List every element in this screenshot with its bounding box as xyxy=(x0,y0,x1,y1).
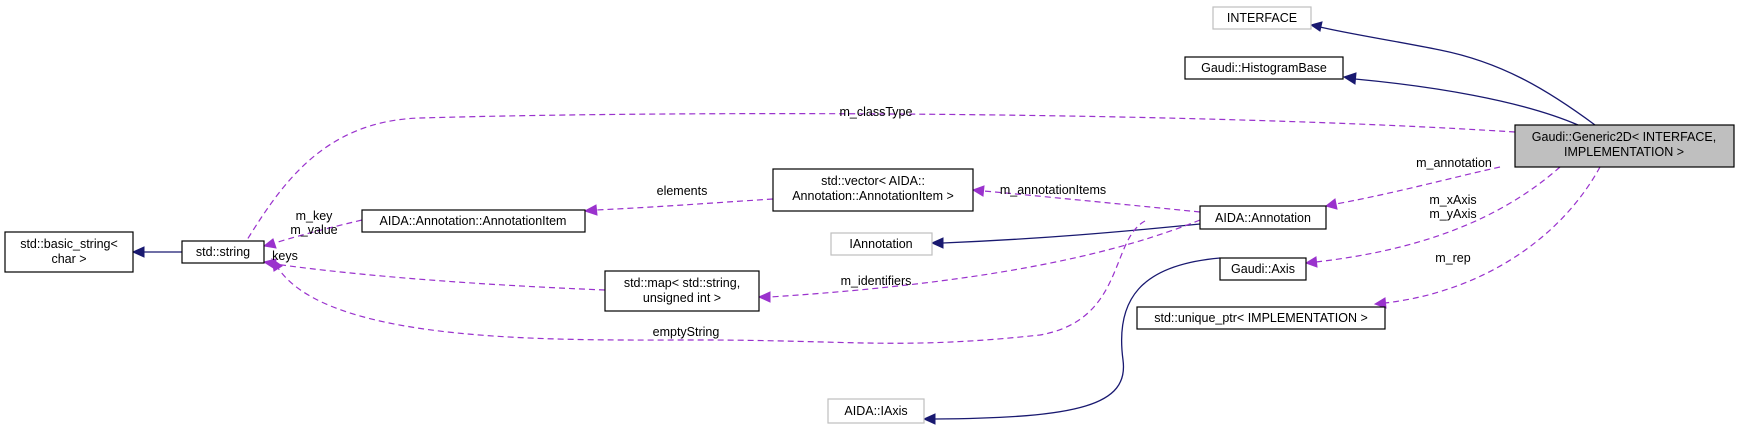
edge-key-value xyxy=(274,219,363,244)
edge-axis-to-iaxis xyxy=(934,257,1221,420)
edge-label-m-annotation: m_annotation xyxy=(1416,156,1492,170)
node-generic2d[interactable]: Gaudi::Generic2D< INTERFACE, IMPLEMENTAT… xyxy=(1514,124,1735,168)
node-basic-string-label-line1: std::basic_string< xyxy=(20,237,118,251)
edge-label-m-rep: m_rep xyxy=(1435,251,1470,265)
arrowhead-annotation-member xyxy=(1324,198,1338,210)
edge-label-m-value: m_value xyxy=(290,223,337,237)
edge-label-m-y-axis: m_yAxis xyxy=(1429,207,1476,221)
arrowhead-interface xyxy=(1309,21,1323,32)
node-vector[interactable]: std::vector< AIDA:: Annotation::Annotati… xyxy=(772,168,974,212)
node-histogram-base-label: Gaudi::HistogramBase xyxy=(1201,61,1327,75)
edge-elements xyxy=(595,198,774,211)
arrowhead-iaxis xyxy=(922,413,936,425)
arrowhead-rep xyxy=(1373,297,1387,309)
arrowhead-basicstring xyxy=(131,246,145,258)
node-aida-annotation[interactable]: AIDA::Annotation xyxy=(1199,205,1327,230)
node-unique-ptr[interactable]: std::unique_ptr< IMPLEMENTATION > xyxy=(1136,306,1386,330)
node-std-string[interactable]: std::string xyxy=(181,240,265,264)
node-vector-label-line2: Annotation::AnnotationItem > xyxy=(792,189,954,203)
node-unique-ptr-label: std::unique_ptr< IMPLEMENTATION > xyxy=(1154,311,1368,325)
edge-empty-string xyxy=(277,220,1146,344)
node-std-map-label-line2: unsigned int > xyxy=(643,291,721,305)
node-interface-label: INTERFACE xyxy=(1227,11,1297,25)
node-aida-annotation-label: AIDA::Annotation xyxy=(1215,211,1311,225)
edge-annotation-to-iannotation xyxy=(942,223,1201,244)
node-basic-string[interactable]: std::basic_string< char > xyxy=(4,231,134,273)
arrowhead-identifiers xyxy=(757,291,771,303)
node-iannotation[interactable]: IAnnotation xyxy=(830,232,933,256)
arrowhead-elements xyxy=(583,204,598,216)
edge-axes xyxy=(1315,166,1561,263)
node-std-string-label: std::string xyxy=(196,245,250,259)
edge-label-m-annotation-items: m_annotationItems xyxy=(1000,183,1106,197)
node-generic2d-label-line2: IMPLEMENTATION > xyxy=(1564,145,1684,159)
edge-generic2d-to-interface xyxy=(1319,26,1596,126)
node-interface[interactable]: INTERFACE xyxy=(1212,6,1312,30)
node-generic2d-label-line1: Gaudi::Generic2D< INTERFACE, xyxy=(1532,130,1716,144)
edge-identifiers xyxy=(769,219,1201,298)
node-aida-iaxis-label: AIDA::IAxis xyxy=(844,404,907,418)
arrowhead-annotation-items xyxy=(971,185,985,197)
node-iannotation-label: IAnnotation xyxy=(849,237,912,251)
node-annotation-item[interactable]: AIDA::Annotation::AnnotationItem xyxy=(361,209,586,233)
node-vector-label-line1: std::vector< AIDA:: xyxy=(821,174,925,188)
node-std-map-label-line1: std::map< std::string, xyxy=(624,276,740,290)
edge-label-m-class-type: m_classType xyxy=(840,105,913,119)
arrowhead-histogrambase xyxy=(1342,72,1357,85)
node-basic-string-label-line2: char > xyxy=(51,252,86,266)
arrowhead-axes xyxy=(1304,256,1318,268)
arrowhead-empty-string xyxy=(271,257,283,272)
node-gaudi-axis[interactable]: Gaudi::Axis xyxy=(1219,257,1307,281)
arrowhead-key-value xyxy=(262,238,277,249)
node-aida-iaxis[interactable]: AIDA::IAxis xyxy=(827,398,925,424)
edge-keys xyxy=(274,263,606,291)
node-std-map[interactable]: std::map< std::string, unsigned int > xyxy=(604,270,760,312)
edge-annotation-items xyxy=(983,190,1201,213)
edge-label-empty-string: emptyString xyxy=(653,325,720,339)
arrowhead-iannotation xyxy=(930,237,944,249)
node-gaudi-axis-label: Gaudi::Axis xyxy=(1231,262,1295,276)
edge-label-elements: elements xyxy=(657,184,708,198)
edge-generic2d-to-histogrambase xyxy=(1354,78,1579,126)
edge-label-m-identifiers: m_identifiers xyxy=(841,274,912,288)
node-annotation-item-label: AIDA::Annotation::AnnotationItem xyxy=(380,214,567,228)
edge-label-keys: keys xyxy=(272,249,298,263)
edge-rep xyxy=(1384,166,1601,304)
edge-label-m-x-axis: m_xAxis xyxy=(1429,193,1476,207)
edge-label-m-key: m_key xyxy=(296,209,334,223)
node-histogram-base[interactable]: Gaudi::HistogramBase xyxy=(1184,56,1344,80)
